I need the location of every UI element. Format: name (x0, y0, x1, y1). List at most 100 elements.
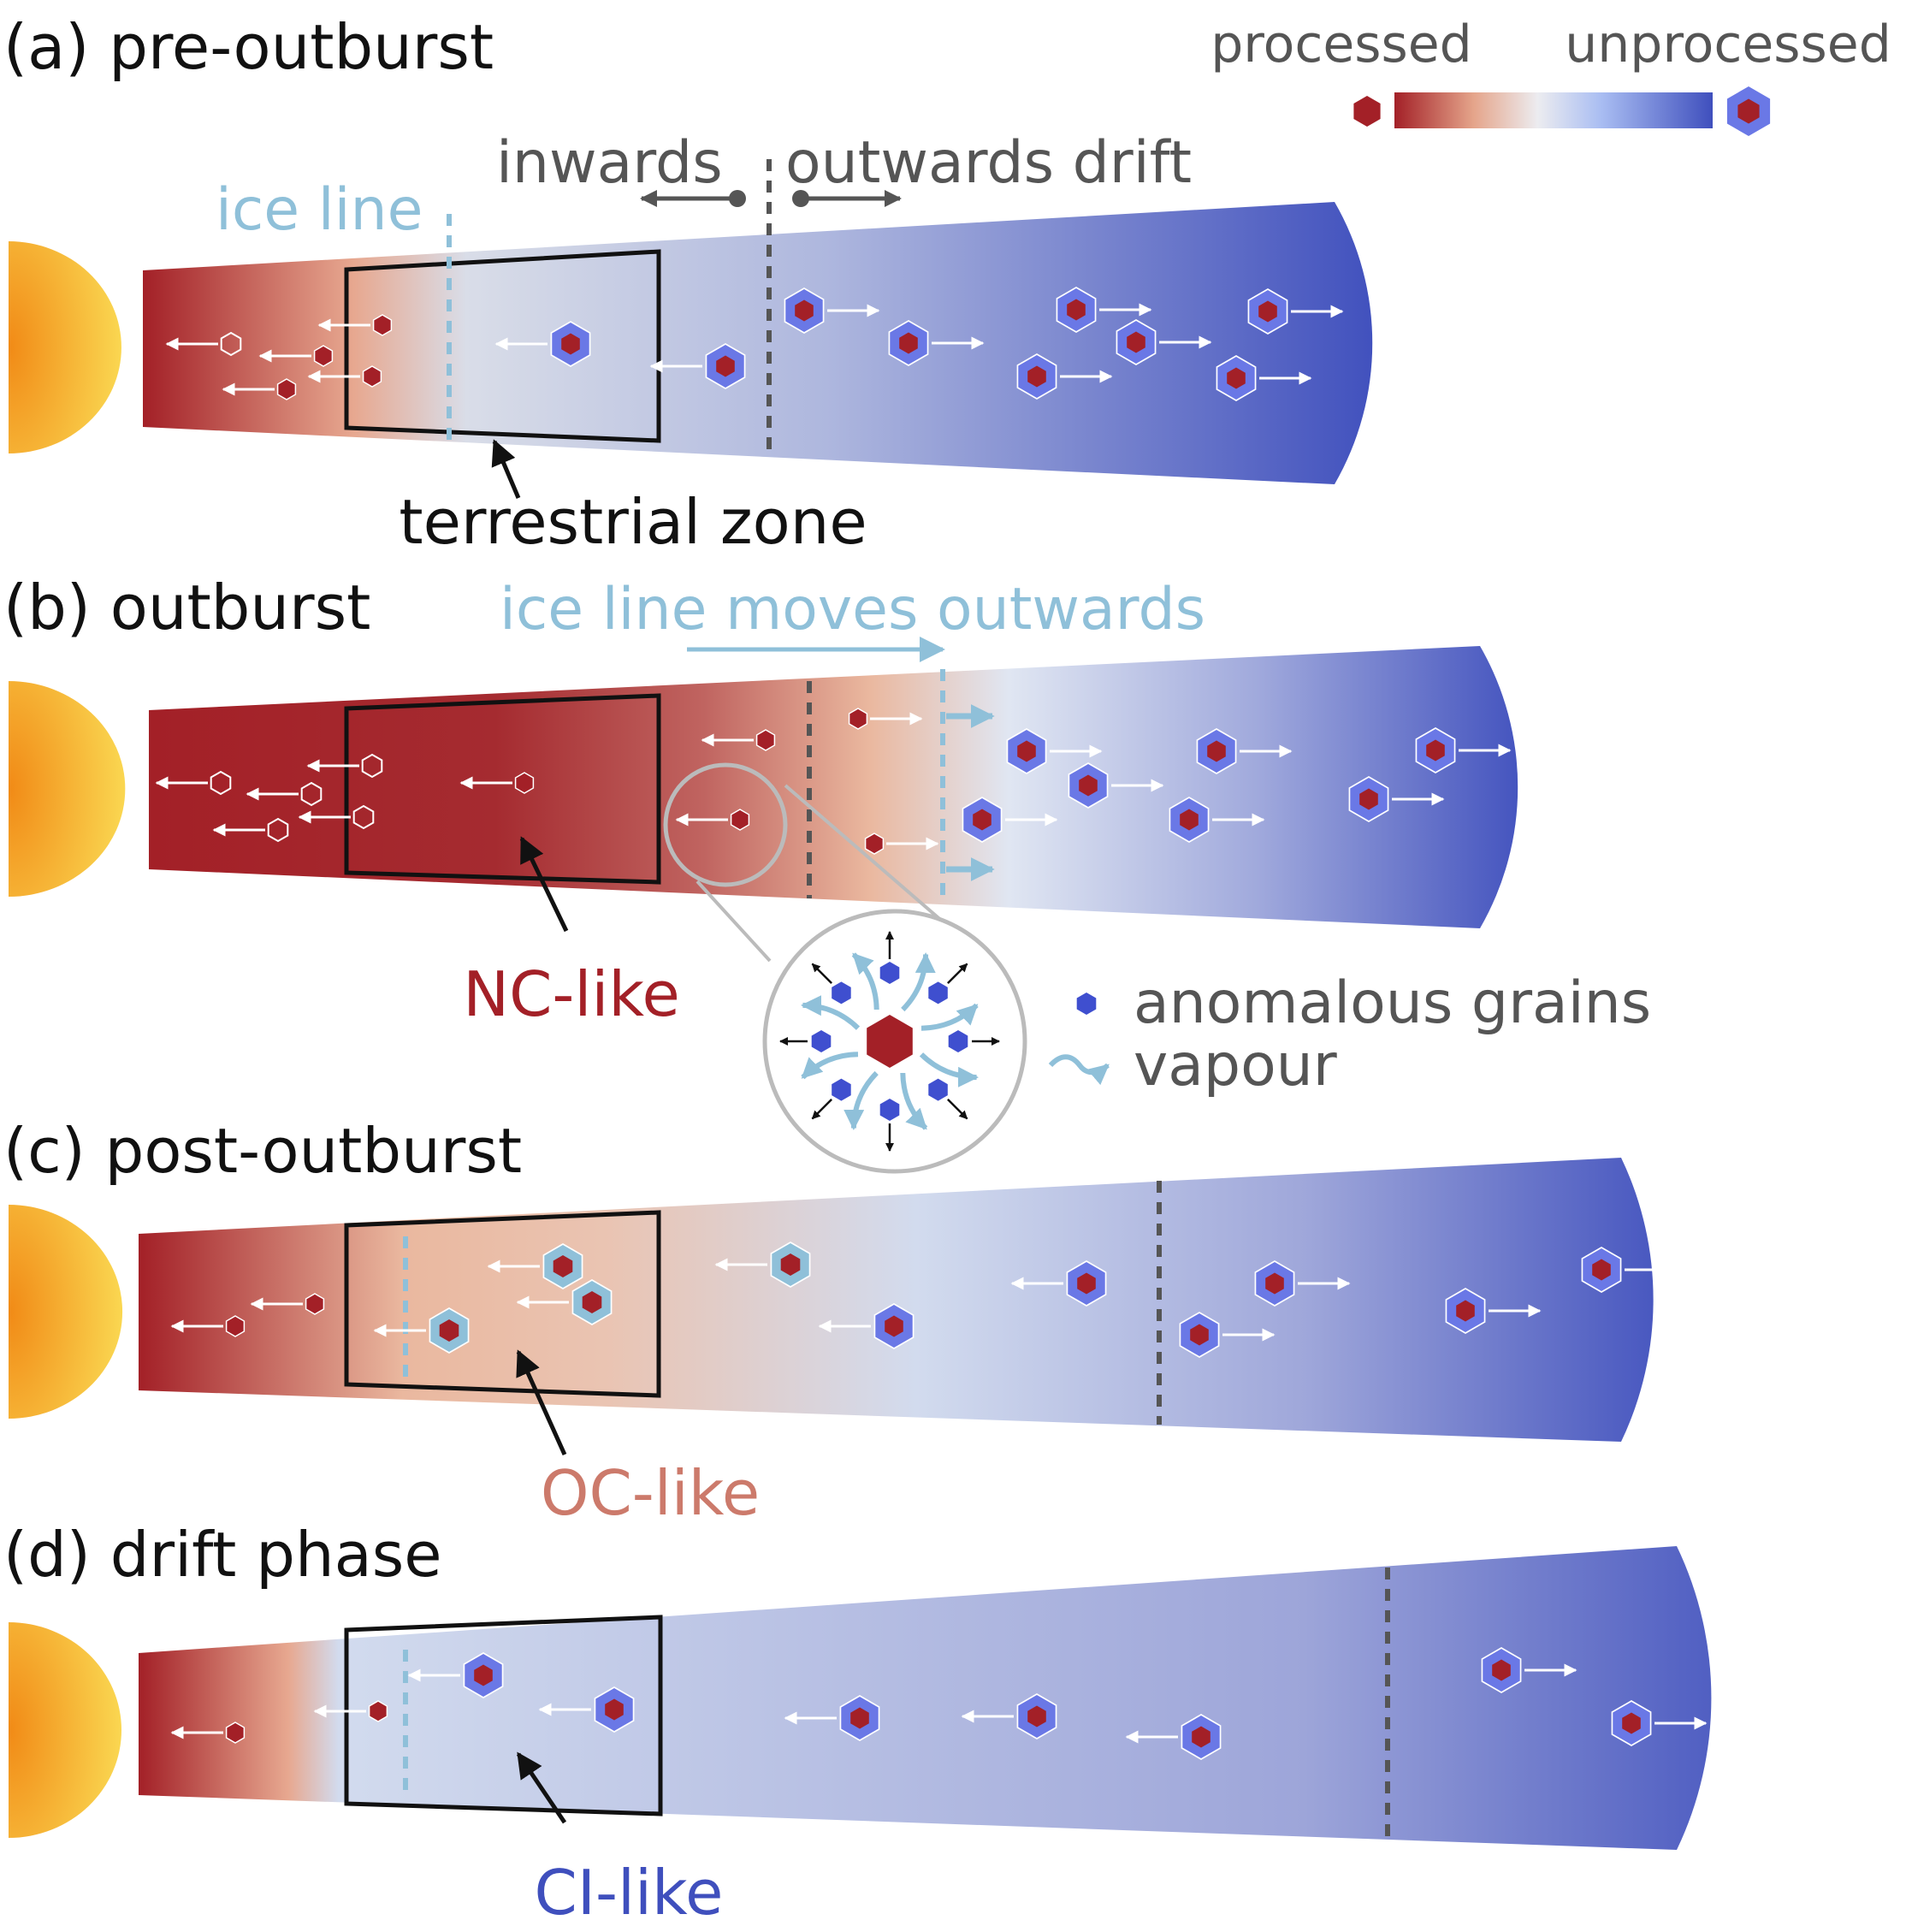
legend: processed unprocessed (1210, 15, 1891, 138)
panel-a-grains (165, 287, 1344, 401)
dust-grain (1581, 1247, 1678, 1293)
dust-grain (1016, 353, 1113, 400)
panel-a-outwards-arrow (792, 190, 902, 207)
panel-a-label: (a) pre-outburst (3, 11, 494, 83)
legend-unprocessed-grain-icon (1725, 85, 1772, 138)
dust-grain (701, 729, 776, 751)
panel-a-terrestrial-zone-box (344, 249, 661, 443)
zoom-anomalous-grain (948, 1030, 1000, 1052)
panel-a: (a) pre-outburst ice line inwards outwar… (3, 11, 1373, 558)
panel-b-ice-line-moves-label: ice line moves outwards (500, 576, 1205, 643)
dust-grain (864, 833, 939, 855)
dust-grain (1076, 993, 1097, 1015)
zoom-anomalous-grain (811, 1078, 851, 1120)
dust-grain (1196, 728, 1293, 774)
dust-grain (962, 797, 1058, 843)
dust-grain (1010, 1260, 1107, 1307)
zoom-anomalous-grain (879, 1099, 900, 1152)
dust-grain (1116, 319, 1212, 365)
panel-b-disk (149, 646, 1518, 928)
dust-grain (1068, 762, 1164, 809)
dust-grain (1125, 1714, 1222, 1760)
dust-grain (1725, 85, 1772, 138)
vapour-label: vapour (1134, 1032, 1337, 1099)
dust-grain (1353, 96, 1381, 127)
dust-grain (250, 1293, 325, 1315)
panel-d: (d) drift phase CI-like (3, 1519, 1712, 1929)
dust-grain (494, 321, 591, 367)
panel-c: (c) post-outburst OC-like (3, 1115, 1678, 1529)
dust-grain (538, 1686, 635, 1733)
dust-grain (313, 1700, 388, 1722)
legend-processed-label: processed (1210, 15, 1472, 74)
legend-color-bar (1394, 92, 1713, 128)
zoom-anomalous-grain (779, 1030, 832, 1052)
panel-c-terrestrial-zone-box (344, 1210, 661, 1398)
panel-a-inwards-arrow (640, 190, 746, 207)
dust-grain (165, 331, 242, 357)
star (9, 241, 121, 453)
dust-grain (170, 1722, 246, 1744)
zoom-anomalous-grain (928, 963, 968, 1005)
dust-grain (675, 809, 750, 831)
anomalous-grains-label: anomalous grains (1134, 969, 1651, 1037)
dust-grain (1254, 1260, 1351, 1307)
dust-grain (222, 378, 297, 400)
dust-grain (459, 772, 535, 794)
dust-grain (1179, 1312, 1276, 1358)
panel-d-terrestrial-zone-box (344, 1615, 663, 1816)
dust-grain (373, 1307, 470, 1354)
dust-grain (155, 770, 232, 796)
panel-b-grains (155, 708, 1512, 855)
dust-grain (1247, 288, 1344, 335)
panel-a-outwards-label: outwards drift (785, 129, 1192, 197)
dust-grain (258, 345, 334, 367)
zoom-vapour-arrow (851, 952, 879, 1010)
zoom-vapour-arrow (920, 1003, 979, 1031)
panel-c-grains (170, 1242, 1678, 1358)
zoom-vapour-arrow (801, 995, 861, 1030)
dust-grain (516, 1279, 613, 1325)
dust-grain (317, 314, 393, 336)
dust-grain (1445, 1288, 1542, 1334)
dust-grain (818, 1303, 915, 1349)
dust-grain (1481, 1647, 1577, 1693)
dust-grain (784, 1695, 880, 1741)
dust-grain (961, 1693, 1057, 1739)
zoom-central-grain (867, 1015, 913, 1068)
panel-d-label: (d) drift phase (3, 1519, 442, 1591)
panel-d-zone-pointer (516, 1751, 567, 1824)
dust-grain (784, 287, 880, 334)
dust-grain (298, 804, 375, 830)
zoom-anomalous-grain (811, 963, 851, 1005)
vapour-icon (1048, 1054, 1110, 1086)
dust-grain (1216, 355, 1312, 401)
star (9, 1205, 123, 1419)
panel-d-zone-label: CI-like (535, 1857, 724, 1929)
dust-grain (307, 365, 382, 388)
dust-grain (649, 343, 746, 389)
dust-grain (407, 1652, 504, 1698)
panel-c-zone-label: OC-like (541, 1457, 760, 1529)
zoom-connector-bottom (696, 880, 772, 963)
dust-grain (1611, 1700, 1708, 1746)
panel-b: (b) outburst ice line moves outwards NC-… (3, 572, 1651, 1174)
anomalous-grain-icon (1076, 993, 1097, 1015)
panel-b-zone-pointer (519, 836, 569, 933)
dust-grain (246, 781, 323, 807)
dust-grain (888, 320, 985, 366)
dust-grain (1415, 727, 1512, 773)
zoom-vapour-arrow (900, 1072, 928, 1130)
zoom-vapour-arrow (919, 1052, 979, 1087)
zoom-connector-top (784, 784, 945, 924)
dust-grain (714, 1242, 811, 1288)
star (9, 1622, 121, 1838)
zoom-vapour-arrow (801, 1052, 859, 1080)
zoom-anomalous-grain (928, 1078, 968, 1120)
zoom-inset-content (779, 931, 1000, 1152)
dust-grain (212, 817, 289, 843)
panel-c-disk (139, 1158, 1654, 1442)
dust-grain (487, 1243, 583, 1289)
dust-grain (1056, 287, 1152, 333)
